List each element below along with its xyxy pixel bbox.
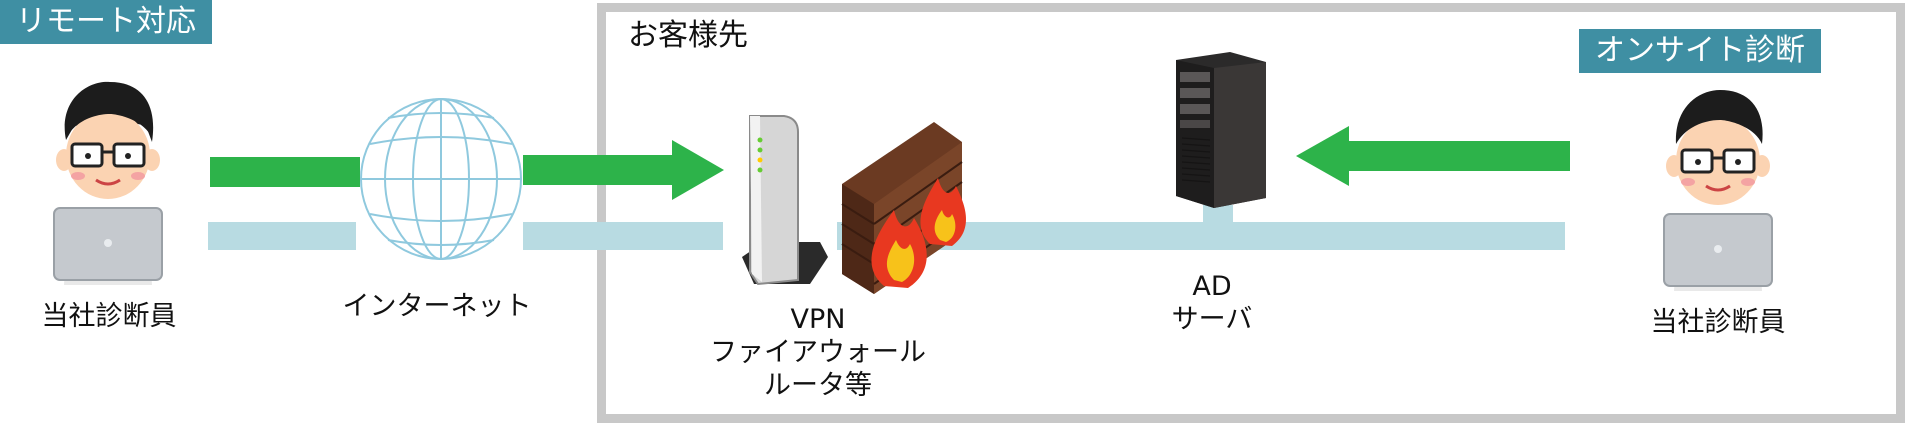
person-with-laptop-icon xyxy=(53,81,163,285)
right-staff-label: 当社診断員 xyxy=(1650,307,1786,338)
vpn-label: VPN ファイアウォール ルータ等 xyxy=(710,303,926,402)
network-line-left xyxy=(208,222,356,250)
arrow-icon xyxy=(523,140,724,200)
remote-support-tag: リモート対応 xyxy=(0,0,212,44)
vpn-label-line1: VPN xyxy=(790,304,846,335)
customer-site-title: お客様先 xyxy=(628,18,748,53)
ad-label-line2: サーバ xyxy=(1171,304,1253,335)
vpn-label-line2: ファイアウォール xyxy=(710,337,926,368)
person-with-laptop-icon xyxy=(1663,90,1773,291)
globe-icon xyxy=(360,98,522,260)
left-staff-label: 当社診断員 xyxy=(41,301,177,332)
server-icon xyxy=(1176,52,1266,208)
router-icon xyxy=(742,115,828,286)
network-line-mid xyxy=(523,222,723,250)
customer-site-frame xyxy=(597,3,1905,423)
server-connector xyxy=(1203,205,1233,225)
vpn-label-line3: ルータ等 xyxy=(764,370,872,401)
arrow-segment-left xyxy=(210,157,360,187)
ad-label-line1: AD xyxy=(1192,271,1232,302)
internet-label: インターネット xyxy=(342,291,532,322)
ad-server-label: AD サーバ xyxy=(1172,270,1253,336)
onsite-diagnosis-tag: オンサイト診断 xyxy=(1579,29,1821,73)
firewall-icon xyxy=(841,122,967,294)
arrow-icon xyxy=(1296,126,1570,186)
